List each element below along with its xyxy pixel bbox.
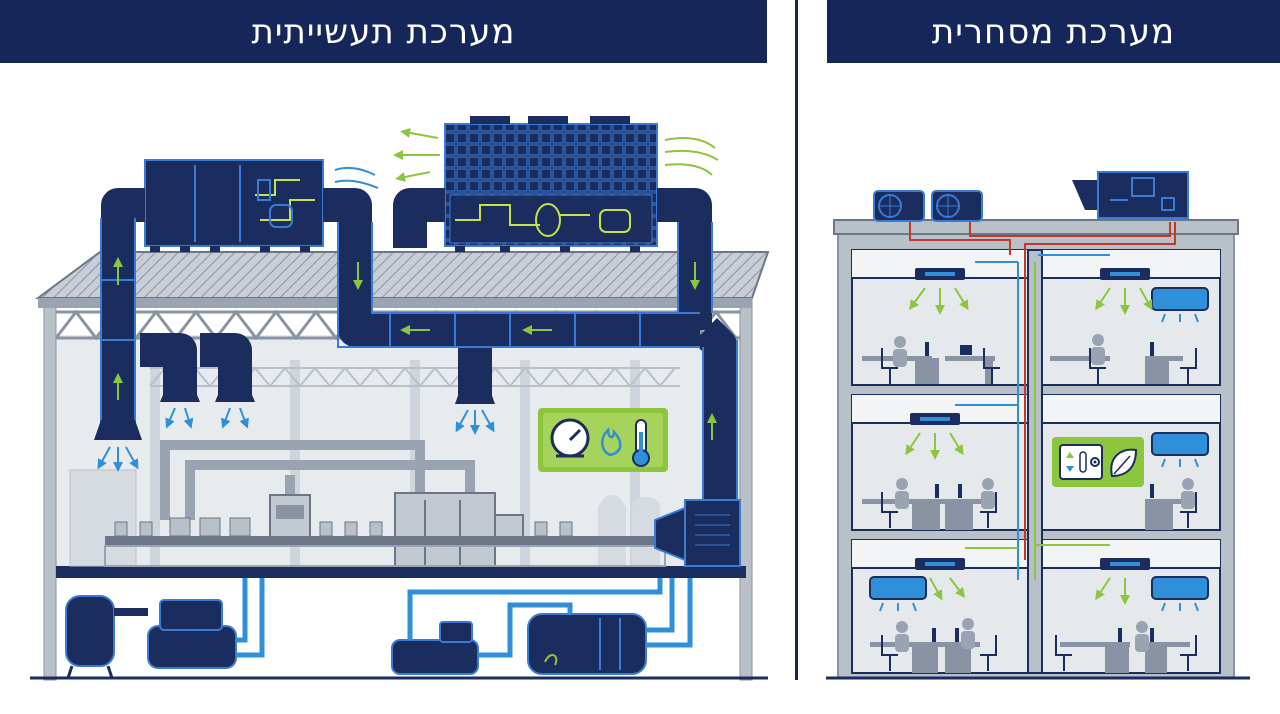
industrial-building	[30, 116, 770, 681]
ceiling-cassette-units	[910, 268, 1150, 570]
commercial-control-panel	[1052, 437, 1144, 487]
thermometer-icon	[632, 419, 650, 467]
factory-right-wall	[739, 299, 753, 681]
office-furniture	[862, 356, 1195, 673]
exhaust-air-lines	[393, 127, 719, 182]
machine-screen	[276, 505, 304, 519]
duct-joints	[101, 279, 641, 347]
pressure-tank	[65, 595, 115, 667]
conveyor-belt	[104, 517, 666, 567]
pressure-gauge-icon	[550, 418, 590, 458]
rooftop-packaged-unit	[1072, 171, 1189, 219]
building-roof	[833, 219, 1239, 235]
office-airflow-arrows	[905, 287, 1153, 605]
cassette-vents	[920, 272, 1140, 566]
factory-left-wall	[43, 299, 57, 681]
commercial-building	[826, 171, 1250, 680]
office-monitors	[925, 342, 1154, 642]
background-tank	[598, 505, 626, 565]
chiller-unit	[444, 116, 658, 252]
factory-floor	[56, 566, 746, 578]
office-workers	[893, 334, 1195, 652]
refrigerant-risers	[909, 222, 1176, 580]
diffuser-air-arrows	[97, 407, 495, 472]
storage-cabinet	[69, 469, 137, 567]
wall-split-units	[869, 287, 1209, 612]
process-unit	[394, 492, 496, 567]
panel-divider	[795, 0, 798, 680]
flame-icon	[601, 426, 622, 457]
duct-diffusers	[94, 390, 495, 440]
leaf-icon	[1110, 448, 1138, 478]
factory-roof	[34, 251, 770, 299]
eco-leaf-icon	[544, 654, 558, 666]
rooftop-condenser-units	[873, 190, 983, 222]
pump-motor	[147, 625, 237, 669]
duct-outline	[100, 218, 738, 500]
gear-icon	[1090, 457, 1100, 467]
air-compressor	[391, 639, 479, 675]
water-chiller-motor	[527, 613, 647, 675]
industrial-control-panel	[538, 408, 668, 472]
roof-edge	[38, 298, 752, 308]
duct-airflow-arrows	[113, 257, 717, 440]
commercial-system-title: מערכת מסחרית	[827, 0, 1280, 63]
industrial-system-title: מערכת תעשייתית	[0, 0, 767, 63]
basement-equipment	[65, 578, 693, 679]
exhaust-fan-unit	[684, 499, 741, 567]
air-handling-unit	[144, 159, 324, 252]
office-chairs	[881, 348, 1197, 671]
